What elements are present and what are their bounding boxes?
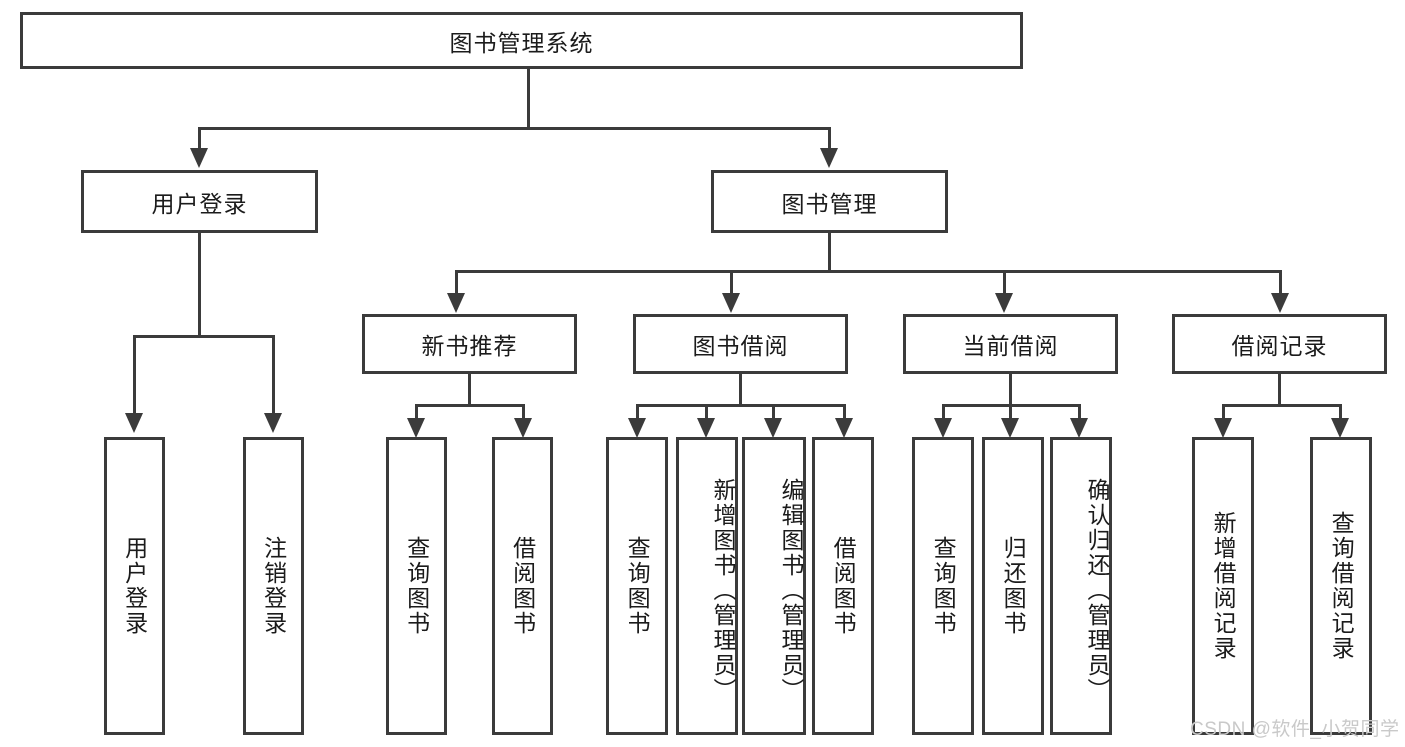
connector-borrow-record-stem — [1278, 374, 1281, 404]
node-label: 归还图书 — [1000, 536, 1027, 636]
connector-user-login-left-drop — [133, 335, 136, 415]
node-label: 用户登录 — [121, 536, 148, 636]
arrow-to-current-borrow — [995, 293, 1013, 313]
arrow-book-borrow-leaf-4 — [835, 418, 853, 438]
connector-borrow-record-drop-2 — [1339, 404, 1342, 420]
node-label: 用户登录 — [151, 190, 248, 217]
connector-current-borrow-stem — [1009, 374, 1012, 404]
connector-root-bar — [198, 127, 830, 130]
leaf-recommend-borrow-book[interactable]: 借阅图书 — [492, 437, 553, 735]
node-label: 当前借阅 — [962, 333, 1059, 359]
connector-user-login-bar — [133, 335, 275, 338]
watermark-text: CSDN @软件_小贺同学 — [1190, 719, 1400, 740]
node-book-manage[interactable]: 图书管理 — [711, 170, 948, 233]
connector-user-login-right-drop — [272, 335, 275, 415]
node-user-login[interactable]: 用户登录 — [81, 170, 318, 233]
connector-book-borrow-bar — [636, 404, 846, 407]
arrow-current-borrow-leaf-3 — [1070, 418, 1088, 438]
node-label: 新增借阅记录 — [1210, 511, 1237, 661]
connector-new-book-drop-2 — [522, 404, 525, 420]
connector-to-book-manage — [828, 127, 831, 150]
node-borrow-record[interactable]: 借阅记录 — [1172, 314, 1387, 374]
connector-current-borrow-drop-2 — [1009, 404, 1012, 420]
connector-book-borrow-drop-2 — [705, 404, 708, 420]
connector-current-borrow-drop-3 — [1078, 404, 1081, 420]
arrow-current-borrow-leaf-2 — [1001, 418, 1019, 438]
arrow-to-user-login — [190, 148, 208, 168]
node-book-borrow[interactable]: 图书借阅 — [633, 314, 848, 374]
arrow-borrow-record-leaf-2 — [1331, 418, 1349, 438]
arrow-borrow-record-leaf-1 — [1214, 418, 1232, 438]
leaf-record-add-record[interactable]: 新增借阅记录 — [1192, 437, 1254, 735]
arrow-user-login-leaf-2 — [264, 413, 282, 433]
connector-to-new-book — [455, 270, 458, 295]
arrow-book-borrow-leaf-2 — [697, 418, 715, 438]
connector-new-book-drop-1 — [415, 404, 418, 420]
arrow-to-new-book — [447, 293, 465, 313]
node-label: 借阅图书 — [509, 536, 536, 636]
connector-current-borrow-drop-1 — [942, 404, 945, 420]
arrow-user-login-leaf-1 — [125, 413, 143, 433]
leaf-user-login[interactable]: 用户登录 — [104, 437, 165, 735]
leaf-borrow-add-book[interactable]: 新增图书（管理员） — [676, 437, 738, 735]
connector-root-stem — [527, 69, 530, 127]
node-label: 新增图书（管理员） — [710, 477, 736, 703]
connector-new-book-bar — [415, 404, 525, 407]
arrow-new-book-leaf-1 — [407, 418, 425, 438]
leaf-current-return-book[interactable]: 归还图书 — [982, 437, 1044, 735]
connector-to-book-borrow — [730, 270, 733, 295]
connector-book-borrow-stem — [739, 374, 742, 404]
node-label: 新书推荐 — [421, 333, 518, 359]
node-new-book-recommend[interactable]: 新书推荐 — [362, 314, 577, 374]
leaf-current-confirm-return[interactable]: 确认归还（管理员） — [1050, 437, 1112, 735]
arrow-book-borrow-leaf-3 — [764, 418, 782, 438]
connector-book-borrow-drop-1 — [636, 404, 639, 420]
node-root-system[interactable]: 图书管理系统 — [20, 12, 1023, 69]
connector-borrow-record-drop-1 — [1222, 404, 1225, 420]
connector-book-borrow-drop-4 — [843, 404, 846, 420]
leaf-borrow-query-book[interactable]: 查询图书 — [606, 437, 668, 735]
leaf-borrow-borrow-book[interactable]: 借阅图书 — [812, 437, 874, 735]
connector-to-borrow-record — [1279, 270, 1282, 295]
arrow-book-borrow-leaf-1 — [628, 418, 646, 438]
connector-book-manage-bar — [455, 270, 1282, 273]
connector-user-login-stem — [198, 233, 201, 335]
node-label: 图书借阅 — [692, 333, 789, 359]
node-current-borrow[interactable]: 当前借阅 — [903, 314, 1118, 374]
connector-borrow-record-bar — [1222, 404, 1342, 407]
arrow-current-borrow-leaf-1 — [934, 418, 952, 438]
node-label: 查询图书 — [930, 536, 957, 636]
leaf-borrow-edit-book[interactable]: 编辑图书（管理员） — [742, 437, 806, 735]
leaf-current-query-book[interactable]: 查询图书 — [912, 437, 974, 735]
connector-to-user-login — [198, 127, 201, 150]
connector-book-borrow-drop-3 — [772, 404, 775, 420]
node-label: 图书管理系统 — [449, 29, 594, 56]
node-label: 注销登录 — [260, 536, 287, 636]
connector-to-current-borrow — [1003, 270, 1006, 295]
arrow-to-book-manage — [820, 148, 838, 168]
arrow-new-book-leaf-2 — [514, 418, 532, 438]
arrow-to-book-borrow — [722, 293, 740, 313]
node-label: 借阅图书 — [830, 536, 857, 636]
node-label: 确认归还（管理员） — [1084, 477, 1110, 703]
arrow-to-borrow-record — [1271, 293, 1289, 313]
node-label: 查询图书 — [624, 536, 651, 636]
node-label: 查询图书 — [403, 536, 430, 636]
node-label: 借阅记录 — [1231, 333, 1328, 359]
node-label: 查询借阅记录 — [1328, 511, 1355, 661]
node-label: 图书管理 — [781, 190, 878, 217]
leaf-record-query-record[interactable]: 查询借阅记录 — [1310, 437, 1372, 735]
node-label: 编辑图书（管理员） — [778, 477, 804, 703]
connector-new-book-stem — [468, 374, 471, 404]
leaf-recommend-query-book[interactable]: 查询图书 — [386, 437, 447, 735]
leaf-user-logout[interactable]: 注销登录 — [243, 437, 304, 735]
connector-book-manage-stem — [828, 233, 831, 270]
